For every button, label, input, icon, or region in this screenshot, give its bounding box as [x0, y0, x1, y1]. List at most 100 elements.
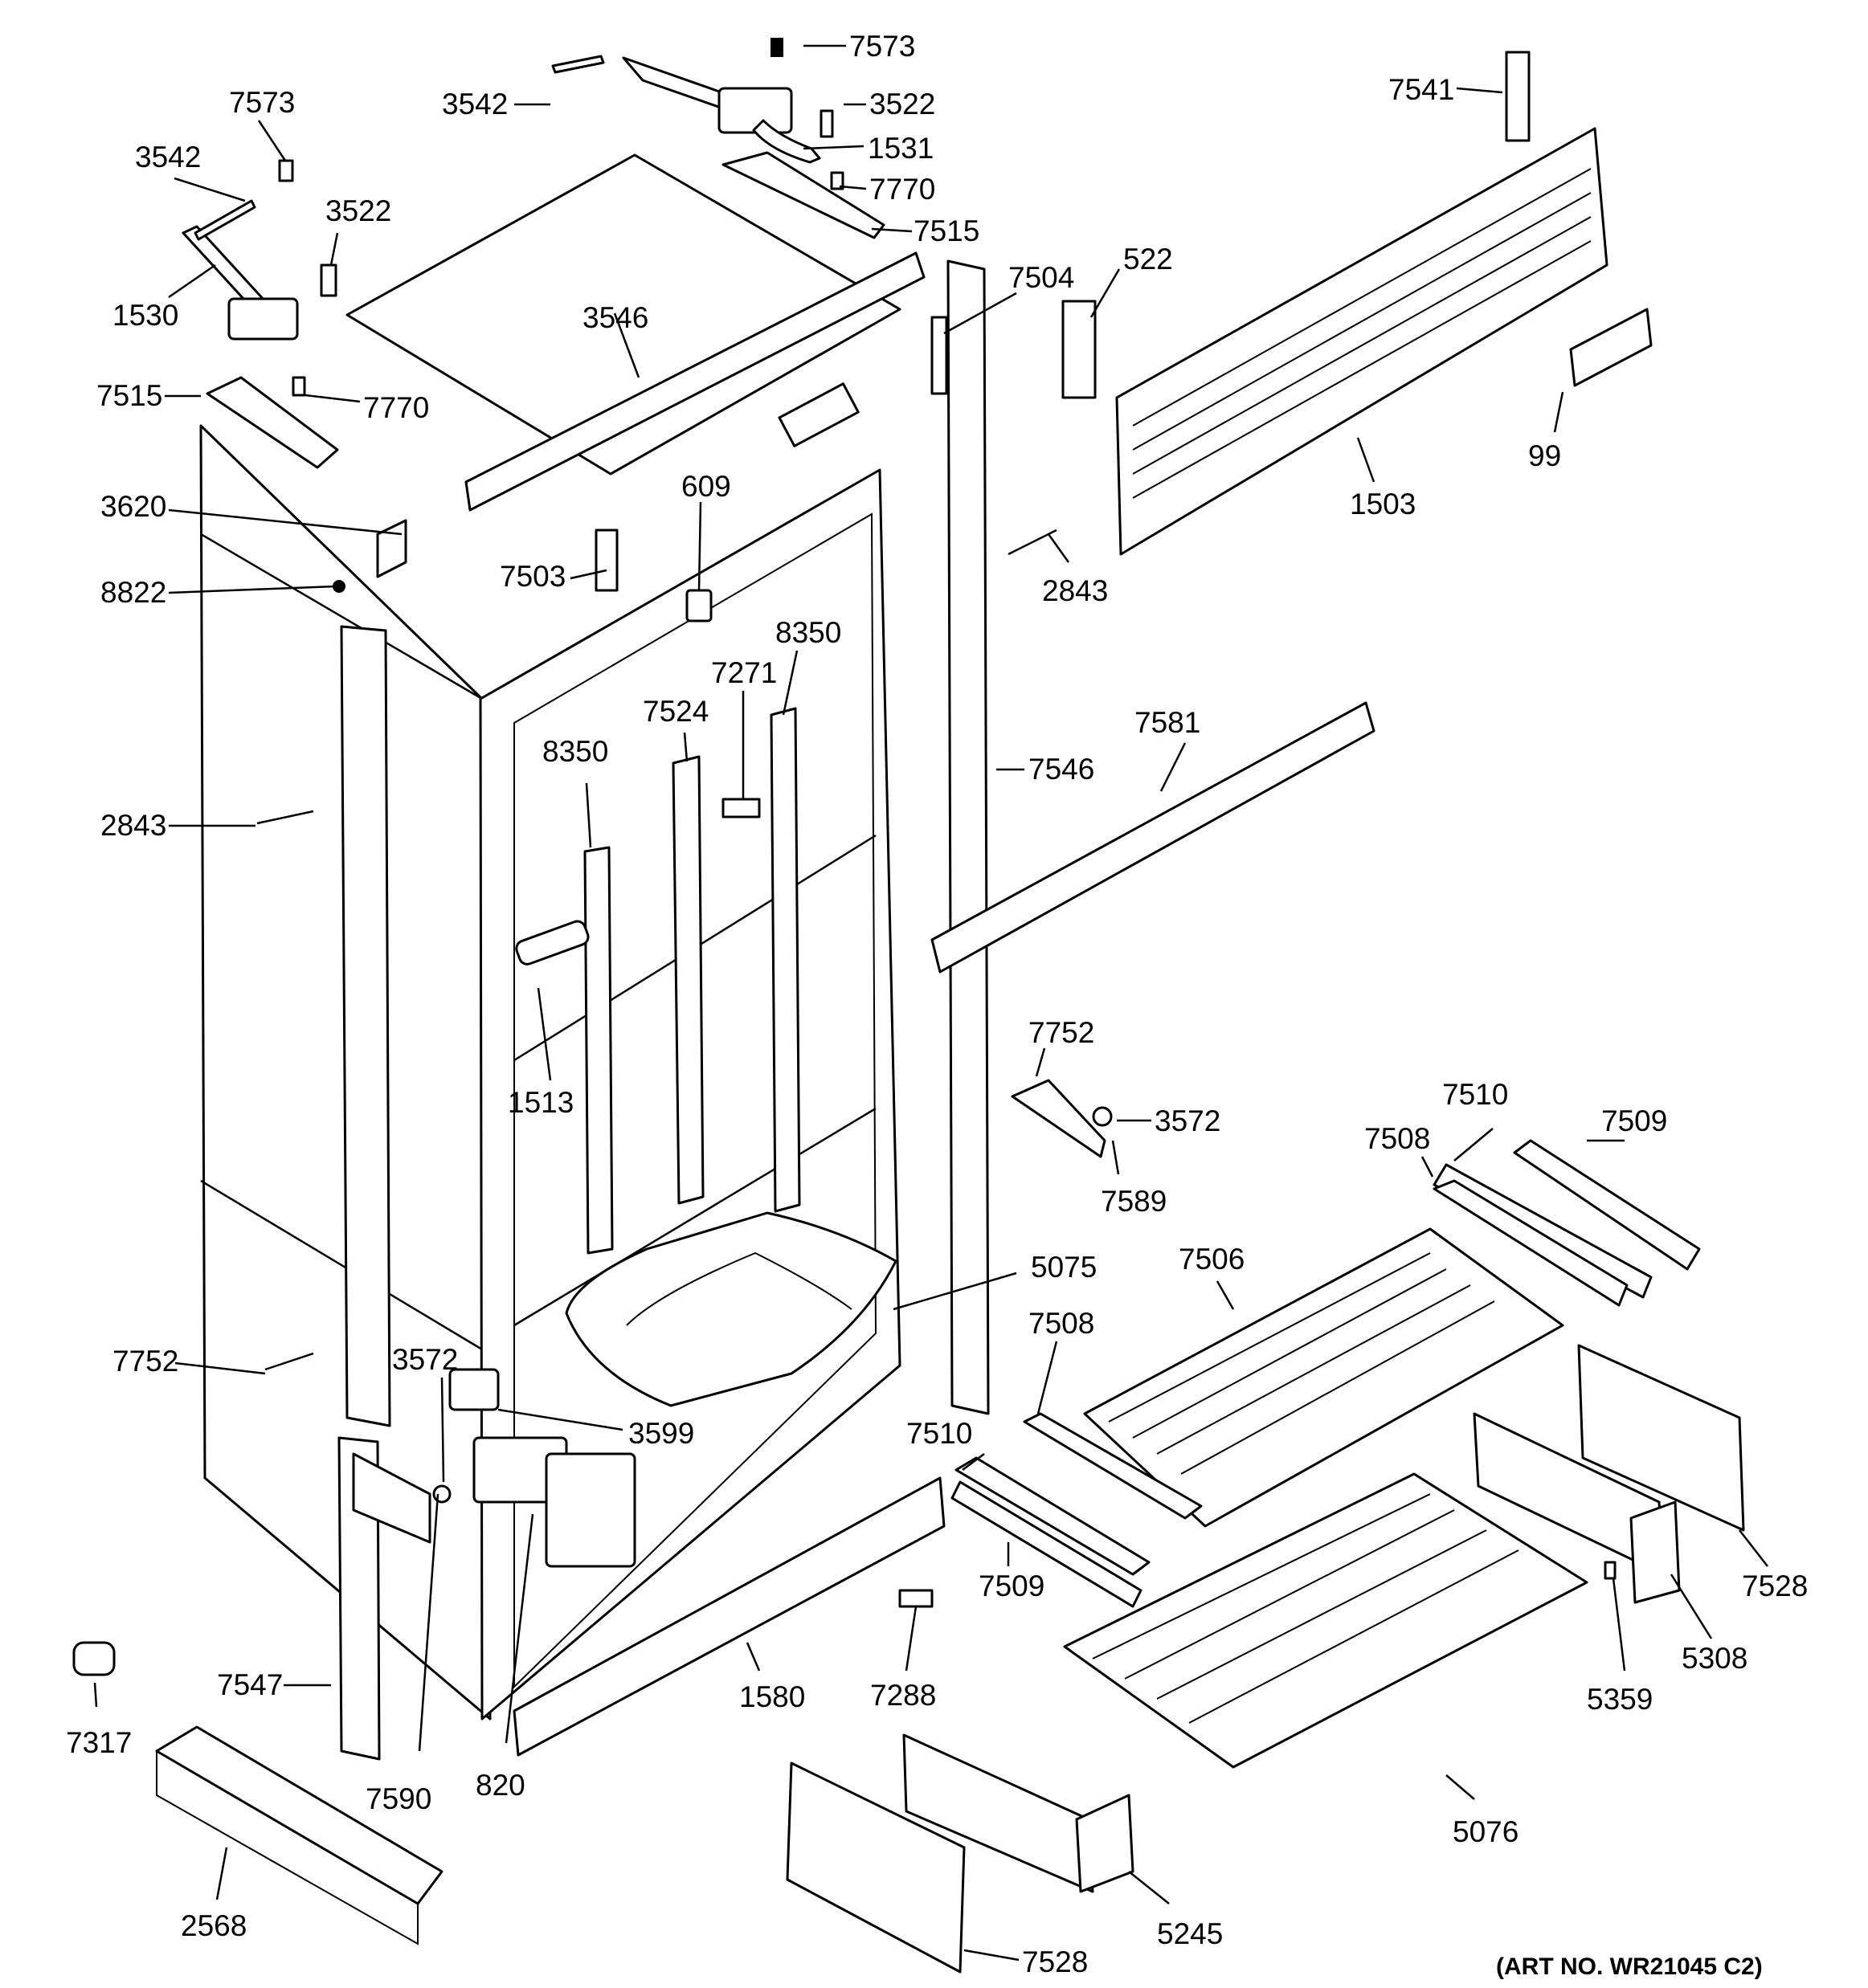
callout-1503: 1503 [1350, 488, 1416, 520]
callout-7288: 7288 [870, 1679, 936, 1712]
art-number: (ART NO. WR21045 C2) [1496, 1953, 1763, 1980]
bracket-3620 [376, 519, 407, 578]
hinge-arm-1530 [182, 225, 267, 311]
hinge-plate-7515-left [206, 376, 339, 469]
rail-7524 [672, 755, 705, 1205]
pin-7770-top [830, 171, 844, 190]
callout-1530: 1530 [112, 299, 178, 332]
callout-7271: 7271 [711, 656, 777, 689]
callout-8350-left: 8350 [542, 735, 608, 768]
callout-7541: 7541 [1388, 73, 1454, 106]
callout-7509-top: 7509 [1601, 1104, 1667, 1137]
callout-5075: 5075 [1031, 1251, 1097, 1284]
screw-2843-left [256, 810, 314, 825]
callout-3542-top: 3542 [442, 88, 508, 120]
slide-7510-mid [954, 1456, 1151, 1576]
callout-7581: 7581 [1134, 706, 1200, 739]
slide-7509-mid [950, 1480, 1142, 1608]
callout-7503: 7503 [500, 560, 566, 593]
callout-8350-right: 8350 [775, 616, 841, 649]
callout-7317: 7317 [66, 1726, 132, 1759]
door-trim-7546 [946, 259, 990, 1415]
callout-99: 99 [1528, 439, 1561, 472]
callout-5308: 5308 [1682, 1642, 1747, 1675]
leader-lines [93, 44, 1768, 1961]
bracket-7503 [595, 529, 619, 592]
screw-7271 [721, 798, 761, 818]
callout-2843-right: 2843 [1042, 574, 1108, 607]
callout-7590: 7590 [366, 1782, 431, 1815]
callout-7510-top: 7510 [1442, 1078, 1508, 1111]
slide-7509-top [1513, 1139, 1701, 1271]
callout-3620: 3620 [100, 490, 166, 523]
spring-3542-left [194, 199, 256, 241]
callout-labels: 7573 7573 3542 3542 3522 3522 1531 1530 … [66, 30, 1808, 1978]
screw-3522-left [320, 263, 337, 297]
rail-8350-right [770, 707, 801, 1213]
pan-5075 [565, 1211, 897, 1407]
callout-7524: 7524 [643, 695, 709, 728]
panel-7528-bottom [786, 1761, 966, 1974]
rail-8350-left [583, 846, 614, 1255]
callout-7752-left: 7752 [112, 1345, 178, 1378]
cabinet-top [345, 153, 901, 476]
callout-3572-right: 3572 [1155, 1104, 1220, 1137]
callout-7528-right: 7528 [1742, 1570, 1808, 1602]
callout-7547: 7547 [217, 1668, 283, 1701]
left-column-parts [72, 625, 452, 1945]
callout-3572-left: 3572 [392, 1343, 458, 1376]
callout-609: 609 [681, 470, 731, 503]
callout-3542-left: 3542 [135, 141, 201, 173]
part-609 [685, 589, 713, 623]
washer-3572-left [432, 1484, 452, 1504]
callout-522: 522 [1123, 243, 1173, 276]
callout-7510-mid: 7510 [906, 1417, 972, 1450]
clip-7317 [72, 1641, 116, 1676]
callout-2568: 2568 [181, 1909, 247, 1942]
basket-5076 [1063, 1472, 1588, 1769]
side-trim-7547 [337, 1436, 381, 1761]
callout-1580: 1580 [739, 1680, 805, 1713]
pin-5359 [1604, 1561, 1617, 1580]
callout-7770-top: 7770 [869, 173, 935, 206]
callout-7573-top: 7573 [849, 30, 915, 63]
door-trim [930, 51, 1653, 1415]
pin-7573-top [770, 38, 783, 57]
bracket-3599 [448, 1368, 500, 1411]
pin-7573-left [278, 159, 294, 182]
side-trim-left [340, 625, 391, 1427]
slide-7508-top [1433, 1179, 1629, 1307]
callout-7573-left: 7573 [229, 86, 295, 119]
screw-7752-left [264, 1352, 314, 1371]
callout-7770-left: 7770 [363, 391, 429, 424]
callout-7508-top: 7508 [1364, 1122, 1430, 1155]
bracket-522 [1061, 300, 1097, 399]
bracket-7504 [930, 316, 948, 395]
callout-3546: 3546 [582, 301, 648, 334]
callout-7509-mid: 7509 [979, 1570, 1044, 1602]
callout-7589: 7589 [1101, 1185, 1167, 1218]
hinge-plate-7515-top [721, 151, 885, 239]
callout-1513: 1513 [508, 1086, 574, 1119]
washer-3572-right [1092, 1106, 1113, 1127]
spring-3542-top [551, 55, 605, 74]
badge-99 [1569, 308, 1653, 387]
callout-5076: 5076 [1453, 1815, 1519, 1848]
pin-7770-left [292, 376, 306, 397]
top-rail-3546 [464, 251, 926, 512]
rail-7581 [930, 701, 1375, 974]
baskets-and-slides [786, 1139, 1745, 1974]
callout-7515-top: 7515 [914, 214, 979, 247]
interior-parts [448, 529, 946, 1757]
hinge-7541 [1505, 51, 1531, 142]
control-box-820 [545, 1452, 636, 1568]
hinge-bracket-left [227, 297, 299, 341]
callout-7515-left: 7515 [96, 379, 162, 412]
grille-1503 [1115, 127, 1608, 556]
screw-7288 [898, 1589, 934, 1608]
callout-8822: 8822 [100, 576, 166, 609]
hinge-assembly-left [182, 159, 407, 593]
hinge-assembly-top [551, 38, 885, 239]
callout-5359: 5359 [1587, 1683, 1653, 1716]
bracket-5308 [1629, 1500, 1681, 1604]
